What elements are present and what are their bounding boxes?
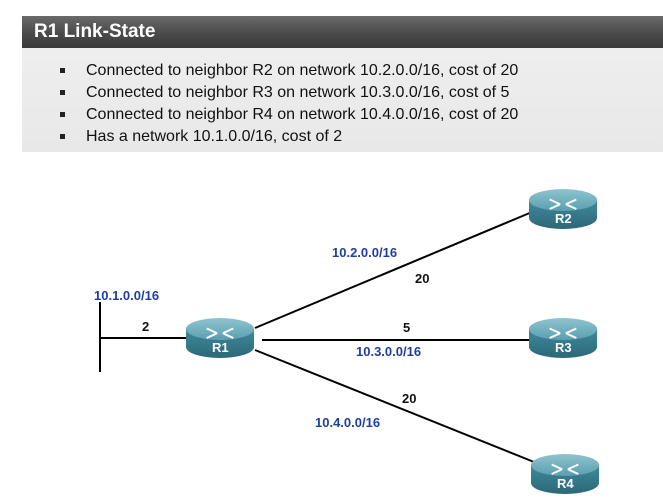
list-item: Has a network 10.1.0.0/16, cost of 2 [22,126,663,148]
panel-title: R1 Link-State [34,21,156,42]
network-label-r4: 10.4.0.0/16 [315,415,380,430]
panel-header: R1 Link-State [22,16,663,48]
link-state-list: Connected to neighbor R2 on network 10.2… [22,60,663,148]
list-item-text: Connected to neighbor R2 on network 10.2… [86,62,519,79]
list-item: Connected to neighbor R3 on network 10.3… [22,82,663,104]
router-label: R4 [557,476,574,491]
list-item: Connected to neighbor R2 on network 10.2… [22,60,663,82]
bullet-icon [60,68,65,73]
network-label-lan: 10.1.0.0/16 [94,288,159,303]
router-label: R3 [555,340,572,355]
link-state-panel: R1 Link-State Connected to neighbor R2 o… [22,16,663,152]
bullet-icon [60,134,65,139]
network-label-r2: 10.2.0.0/16 [332,245,397,260]
bullet-icon [60,112,65,117]
link-r1-r4 [254,349,535,463]
router-r3[interactable]: R3 [529,318,597,358]
list-item-text: Has a network 10.1.0.0/16, cost of 2 [86,128,343,145]
list-item-text: Connected to neighbor R3 on network 10.3… [86,84,510,101]
router-r1[interactable]: R1 [186,318,254,358]
bullet-icon [60,90,65,95]
list-item-text: Connected to neighbor R4 on network 10.4… [86,106,519,123]
cost-label-lan: 2 [142,319,149,334]
cost-label-r4: 20 [402,391,416,406]
cost-label-r2: 20 [415,271,429,286]
router-r4[interactable]: R4 [531,454,599,494]
list-item: Connected to neighbor R4 on network 10.4… [22,104,663,126]
link-r1-r2 [254,211,533,329]
router-r2[interactable]: R2 [529,189,597,229]
network-label-r3: 10.3.0.0/16 [356,344,421,359]
router-label: R1 [212,340,229,355]
router-label: R2 [555,211,572,226]
cost-label-r3: 5 [403,320,410,335]
